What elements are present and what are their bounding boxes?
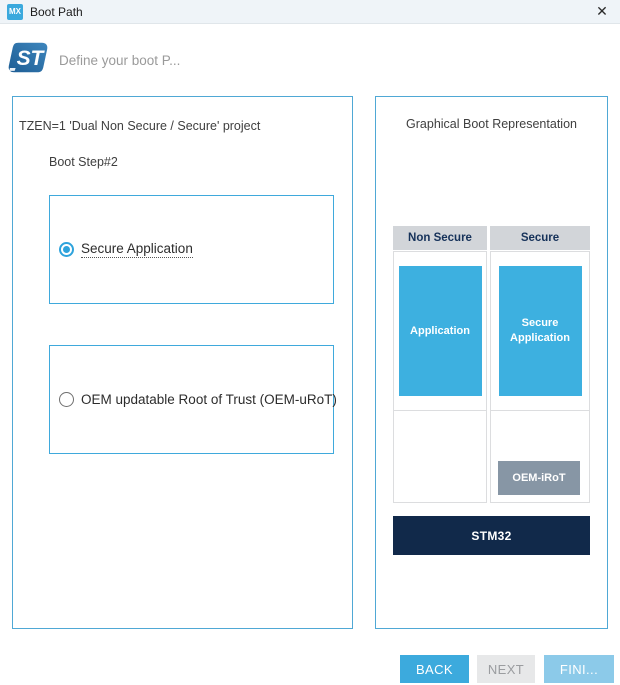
dialog-header: ST Define your boot P... [8, 42, 180, 78]
option-oem-urot[interactable]: OEM updatable Root of Trust (OEM-uRoT) [49, 345, 337, 454]
column-header-non-secure: Non Secure [393, 226, 487, 250]
cell-non-secure-empty [393, 411, 487, 503]
finish-button[interactable]: FINI... [544, 655, 614, 683]
close-icon[interactable]: ✕ [596, 3, 608, 19]
cell-non-secure-app: Application [393, 251, 487, 411]
back-button[interactable]: BACK [400, 655, 469, 683]
boot-step-label: Boot Step#2 [49, 155, 118, 169]
oem-irot-block: OEM-iRoT [498, 461, 580, 495]
app-mx-icon: MX [7, 3, 23, 20]
boot-options-panel: TZEN=1 'Dual Non Secure / Secure' projec… [12, 96, 353, 629]
radio-unselected-icon[interactable] [59, 392, 74, 407]
column-header-secure: Secure [490, 226, 590, 250]
option-oem-urot-label[interactable]: OEM updatable Root of Trust (OEM-uRoT) [81, 392, 337, 407]
radio-selected-icon[interactable] [59, 242, 74, 257]
window-titlebar: MX Boot Path ✕ [0, 0, 620, 24]
tzen-project-title: TZEN=1 'Dual Non Secure / Secure' projec… [19, 119, 261, 133]
cell-oem-irot: OEM-iRoT [490, 411, 590, 503]
stm32-chip-bar: STM32 [393, 516, 590, 555]
application-block: Application [398, 266, 482, 396]
st-logo-icon: ST [8, 41, 48, 79]
option-secure-application-label[interactable]: Secure Application [81, 241, 193, 258]
secure-application-block: Secure Application [498, 266, 582, 396]
cell-secure-app: Secure Application [490, 251, 590, 411]
window-title: Boot Path [30, 4, 83, 19]
svg-text:ST: ST [17, 47, 46, 70]
dialog-subtitle: Define your boot P... [59, 52, 181, 68]
graphical-boot-title: Graphical Boot Representation [406, 117, 577, 131]
graphical-boot-panel: Graphical Boot Representation Non Secure… [375, 96, 608, 629]
next-button[interactable]: NEXT [477, 655, 535, 683]
option-secure-application[interactable]: Secure Application [49, 195, 334, 304]
boot-diagram: Non Secure Secure Application Secure App… [393, 226, 590, 555]
